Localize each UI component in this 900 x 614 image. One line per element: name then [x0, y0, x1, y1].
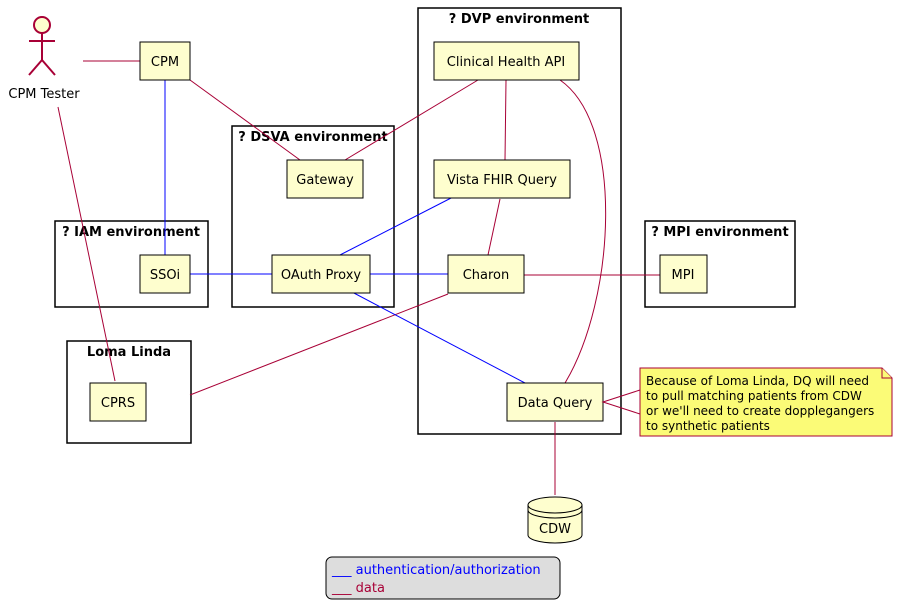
cpm-tester-label: CPM Tester [8, 87, 80, 102]
dataquery-note: Because of Loma Linda, DQ will need to p… [601, 367, 893, 437]
component-clinical-health-api[interactable]: Clinical Health API [433, 41, 580, 81]
mpi-environment-title: ? MPI environment [651, 225, 788, 240]
cpm-tester-actor: CPM Tester [8, 16, 80, 102]
legend-data-entry: ___ data [331, 581, 385, 596]
data-links [57, 60, 660, 495]
component-charon[interactable]: Charon [447, 254, 525, 294]
component-charon-label: Charon [463, 268, 510, 283]
component-vista-fhir-query[interactable]: Vista FHIR Query [433, 159, 571, 199]
component-oauth-proxy-label: OAuth Proxy [281, 268, 362, 283]
dvp-environment-title: ? DVP environment [449, 12, 589, 27]
cdw-database-label: CDW [539, 522, 571, 537]
component-ssoi-label: SSOi [150, 268, 180, 283]
component-data-query[interactable]: Data Query [506, 382, 604, 422]
cdw-database[interactable]: CDW [527, 496, 583, 544]
component-cpm[interactable]: CPM [139, 41, 191, 81]
component-cpm-label: CPM [151, 55, 179, 70]
auth-links [164, 80, 526, 384]
link-clinical-dataquery [559, 79, 607, 384]
legend: ___ authentication/authorization ___ dat… [325, 556, 561, 600]
legend-auth-entry: ___ authentication/authorization [331, 563, 541, 578]
link-oauth-dataquery [351, 291, 526, 384]
component-clinical-health-api-label: Clinical Health API [447, 55, 565, 70]
component-data-query-label: Data Query [518, 396, 593, 411]
component-vista-fhir-query-label: Vista FHIR Query [447, 173, 557, 188]
component-mpi-label: MPI [672, 268, 695, 283]
link-clinical-vista [504, 79, 507, 161]
cdw-database-top [527, 496, 583, 514]
component-gateway[interactable]: Gateway [286, 159, 364, 199]
loma-linda-environment-title: Loma Linda [87, 345, 171, 360]
link-vista-charon [487, 198, 501, 256]
component-gateway-label: Gateway [296, 173, 354, 188]
actor-head [33, 16, 51, 34]
link-cpm-gateway [189, 79, 301, 161]
link-clinical-gateway [344, 79, 479, 161]
link-tester-cprs [57, 106, 116, 382]
note-line-3: or we'll need to create dopplegangers [646, 404, 874, 418]
component-mpi[interactable]: MPI [659, 254, 708, 294]
note-line-1: Because of Loma Linda, DQ will need [646, 374, 869, 388]
component-cprs[interactable]: CPRS [89, 382, 147, 422]
dsva-environment-title: ? DSVA environment [238, 130, 387, 145]
link-oauth-vista [339, 195, 456, 256]
note-line-2: to pull matching patients from CDW [646, 389, 862, 403]
component-oauth-proxy[interactable]: OAuth Proxy [271, 254, 371, 294]
note-line-4: to synthetic patients [646, 419, 770, 433]
component-ssoi[interactable]: SSOi [139, 254, 191, 294]
link-charon-cprs [189, 293, 449, 396]
component-cprs-label: CPRS [101, 396, 135, 411]
